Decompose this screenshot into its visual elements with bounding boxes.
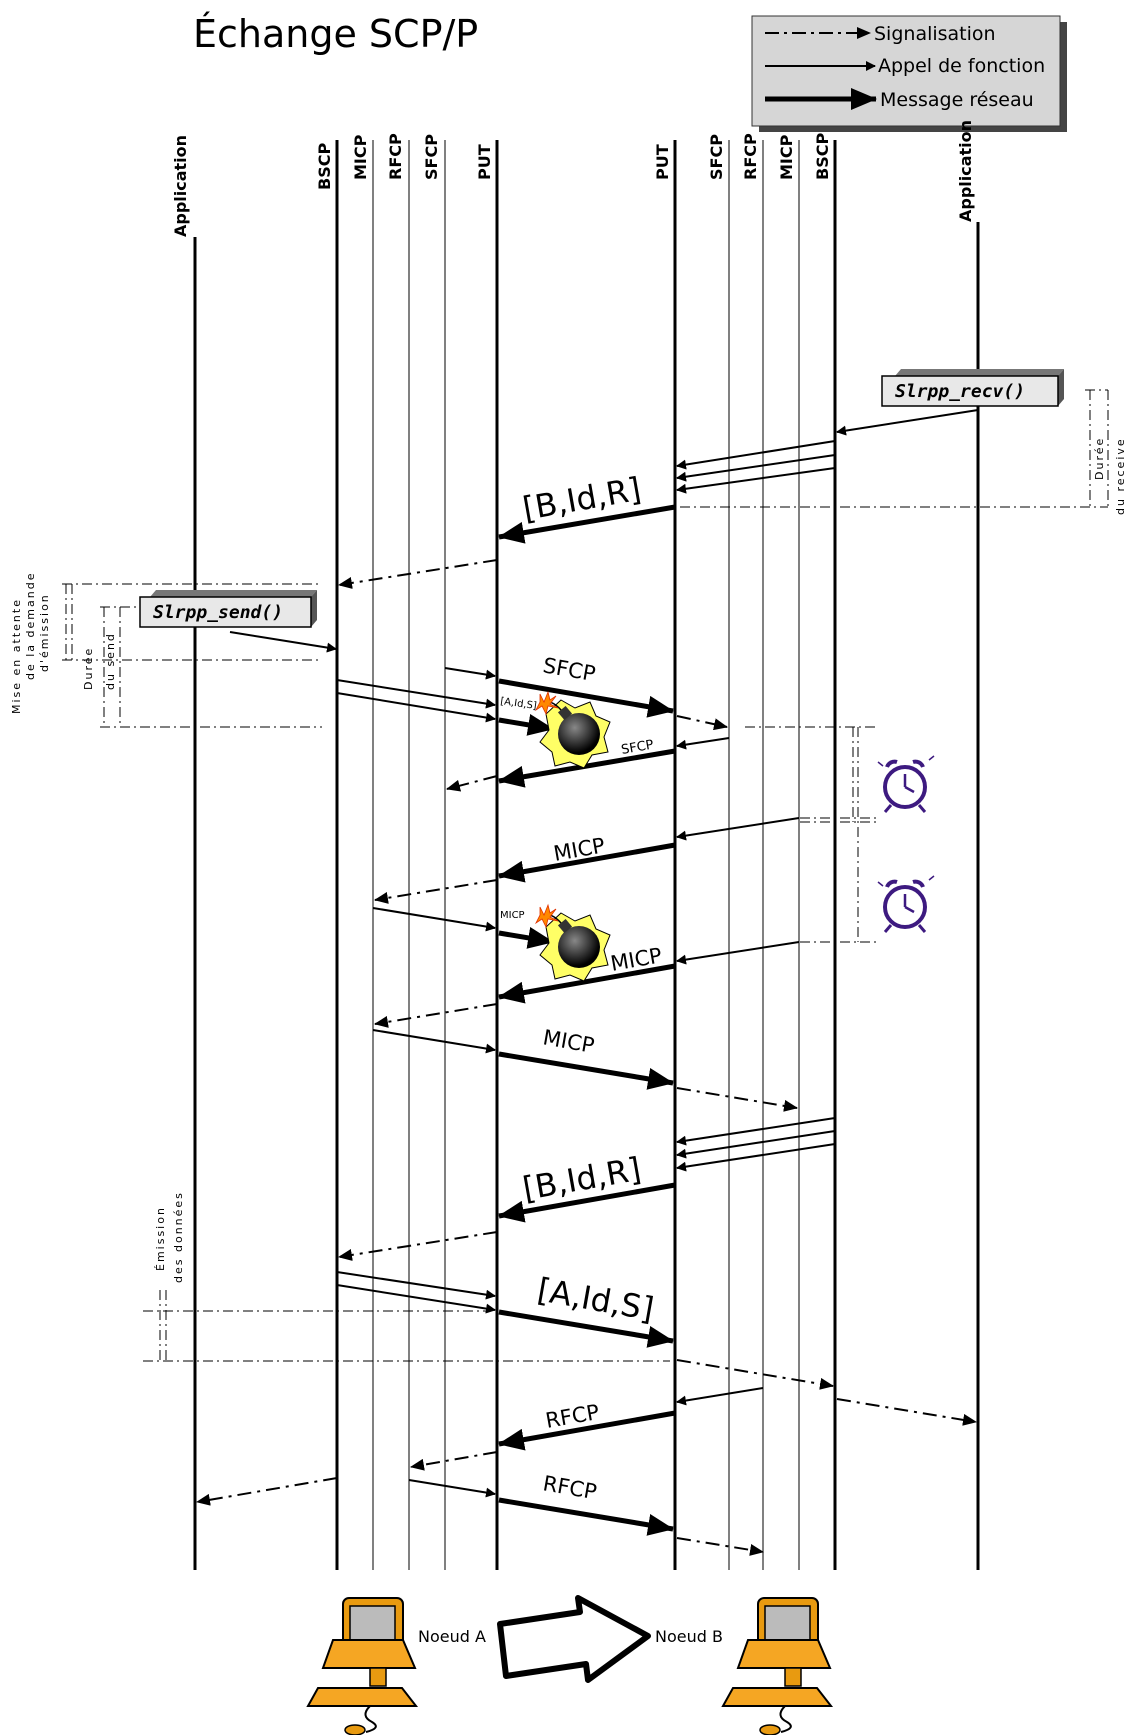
send-call-box: Slrpp_send() bbox=[140, 590, 317, 627]
wait-label-1: Mise en attente bbox=[10, 598, 23, 714]
wait-label-3: d'émission bbox=[38, 593, 51, 672]
recv-call-box: Slrpp_recv() bbox=[882, 369, 1064, 406]
send-duration-label-2: du send bbox=[104, 632, 117, 690]
lane-label-put-b: PUT bbox=[653, 144, 672, 180]
lane-label-sfcp-a: SFCP bbox=[422, 134, 441, 180]
legend-signal-label: Signalisation bbox=[874, 23, 996, 45]
msg-micp-1: MICP bbox=[552, 833, 607, 866]
bomb-msg-a-id-s: [A,Id,S] bbox=[500, 696, 538, 712]
node-a-label: Noeud A bbox=[418, 1627, 486, 1646]
lane-label-application-a: Application bbox=[171, 135, 190, 237]
alarm-clock-icon bbox=[878, 756, 934, 812]
lane-label-rfcp-a: RFCP bbox=[386, 133, 405, 180]
lane-label-put-a: PUT bbox=[475, 144, 494, 180]
bracket-guides bbox=[62, 390, 1108, 1361]
bomb-msg-micp: MICP bbox=[500, 910, 525, 921]
page-title: Échange SCP/P bbox=[193, 12, 478, 56]
emit-label-1: Émission bbox=[154, 1206, 167, 1271]
legend-network-label: Message réseau bbox=[880, 89, 1034, 111]
computer-icon bbox=[723, 1598, 831, 1735]
send-duration-label-1: Durée bbox=[82, 647, 95, 690]
emit-label-2: des données bbox=[172, 1191, 185, 1283]
receive-duration-label-2: du receive bbox=[1114, 437, 1127, 515]
msg-sfcp-1: SFCP bbox=[541, 653, 597, 686]
computer-icon bbox=[308, 1598, 416, 1735]
msg-micp-3: MICP bbox=[541, 1025, 596, 1058]
legend: Signalisation Appel de fonction Message … bbox=[752, 16, 1067, 132]
msg-rfcp-2: RFCP bbox=[541, 1471, 598, 1504]
network-link-arrow bbox=[500, 1598, 648, 1680]
send-call-label: Slrpp_send() bbox=[153, 602, 283, 623]
lane-label-micp-b: MICP bbox=[777, 134, 796, 180]
lane-label-bscp-b: BSCP bbox=[813, 133, 832, 180]
legend-call-label: Appel de fonction bbox=[878, 55, 1045, 77]
recv-call-label: Slrpp_recv() bbox=[895, 381, 1025, 402]
lane-label-rfcp-b: RFCP bbox=[741, 133, 760, 180]
lane-label-application-b: Application bbox=[956, 120, 975, 222]
lane-label-bscp-a: BSCP bbox=[315, 143, 334, 190]
lane-label-sfcp-b: SFCP bbox=[707, 134, 726, 180]
msg-b-id-r-1: [B,Id,R] bbox=[520, 470, 644, 528]
lane-label-micp-a: MICP bbox=[351, 134, 370, 180]
receive-duration-label-1: Durée bbox=[1093, 437, 1106, 480]
node-b-label: Noeud B bbox=[655, 1627, 723, 1646]
wait-label-2: de la demande bbox=[24, 572, 37, 680]
alarm-clock-icon bbox=[878, 876, 934, 932]
